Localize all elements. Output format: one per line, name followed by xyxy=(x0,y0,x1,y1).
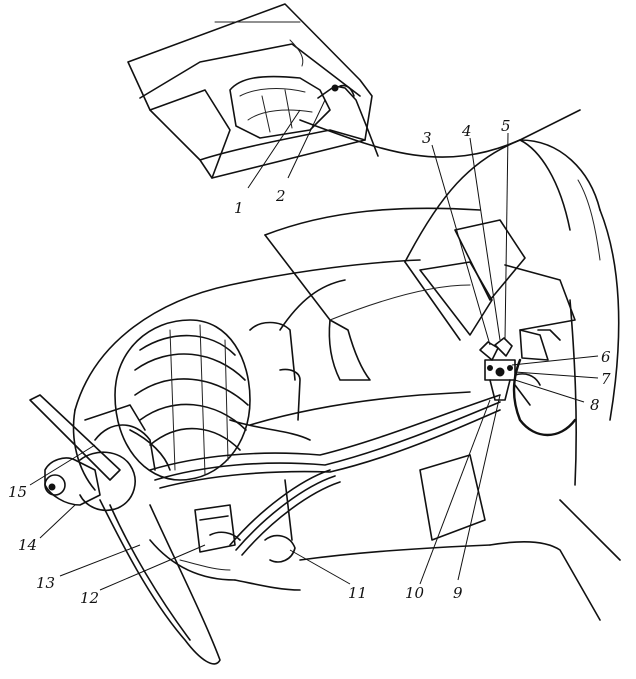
callout-1: 1 xyxy=(234,199,244,217)
callout-9: 9 xyxy=(453,584,463,602)
callout-8: 8 xyxy=(590,396,600,414)
leader-lines xyxy=(29,99,599,591)
control-cables xyxy=(129,109,581,556)
callout-14: 14 xyxy=(18,536,37,554)
callout-2: 2 xyxy=(275,187,286,205)
callout-labels: 1 2 3 4 5 6 7 8 9 10 11 12 13 14 15 xyxy=(8,117,611,607)
callout-13: 13 xyxy=(36,574,55,592)
propeller xyxy=(29,394,221,665)
callout-6: 6 xyxy=(601,348,611,366)
callout-10: 10 xyxy=(405,584,425,602)
callout-3: 3 xyxy=(422,129,432,147)
control-quadrant xyxy=(479,329,561,406)
fuselage xyxy=(264,139,621,621)
engine-cowling xyxy=(72,259,421,491)
callout-11: 11 xyxy=(348,584,367,602)
wing-panel-inset xyxy=(127,3,379,179)
engine-lower xyxy=(149,479,301,591)
callout-5: 5 xyxy=(501,117,511,135)
callout-15: 15 xyxy=(8,483,27,501)
callout-12: 12 xyxy=(80,589,99,607)
callout-7: 7 xyxy=(601,370,611,388)
callout-4: 4 xyxy=(461,122,472,140)
